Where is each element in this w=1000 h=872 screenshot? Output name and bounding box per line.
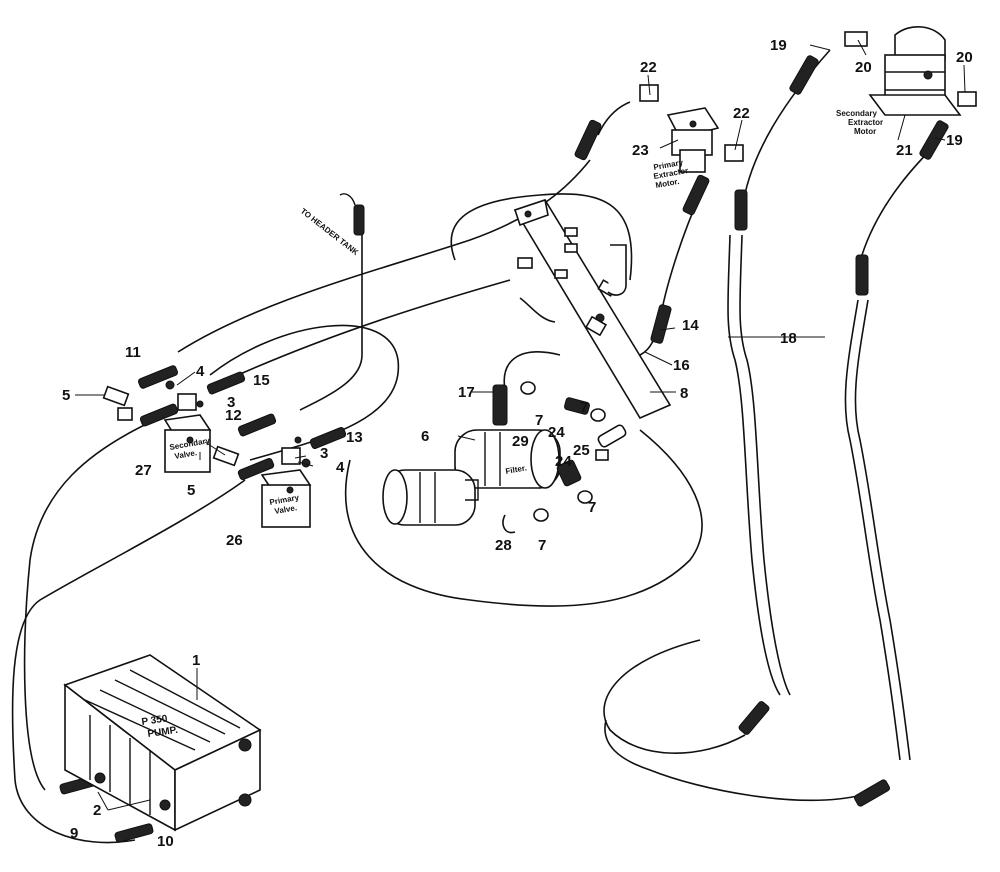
hose-primary-motor-up: [597, 101, 631, 136]
part-number-1: 1: [192, 652, 200, 669]
part-number-13: 13: [346, 429, 363, 446]
part-number-9: 9: [70, 825, 78, 842]
part-number-7b: 7: [580, 399, 588, 416]
hose-19-top: [741, 49, 831, 211]
part-number-19a: 19: [770, 37, 787, 54]
part-number-10: 10: [157, 833, 174, 850]
hose-18-left: [727, 234, 781, 696]
secondary-motor-label-2: Extractor: [848, 118, 883, 127]
p350-pump: [63, 654, 262, 832]
secondary-motor-label-3: Motor: [854, 127, 876, 136]
part-number-18: 18: [780, 330, 797, 347]
part-number-11: 11: [125, 344, 141, 361]
hose-end-fittings: [59, 31, 977, 843]
pump-label-2: PUMP.: [147, 725, 179, 740]
part-number-7c: 7: [588, 499, 596, 516]
part-number-3a: 3: [227, 394, 235, 411]
filter-assembly: [382, 429, 561, 534]
valve-fittings: [102, 380, 311, 468]
part-number-26: 26: [226, 532, 243, 549]
part-number-20a: 20: [855, 59, 872, 76]
primary-extractor-motor: [666, 107, 720, 173]
part-number-7d: 7: [538, 537, 546, 554]
part-number-8: 8: [680, 385, 688, 402]
part-number-2: 2: [93, 802, 101, 819]
manifold-block: [513, 198, 672, 420]
secondary-valve: [163, 414, 212, 473]
part-number-7a: 7: [535, 412, 543, 429]
secondary-valve-label-2: Valve.: [174, 448, 198, 461]
hose-lower-right-loop: [503, 351, 746, 754]
part-number-12: 12: [225, 407, 242, 424]
primary-motor-label-3: Motor.: [655, 177, 680, 190]
hose-bottom-long: [604, 719, 863, 801]
part-number-17: 17: [458, 384, 475, 401]
component-labels: TO HEADER TANK Primary Extractor Motor. …: [141, 109, 883, 740]
part-number-27: 27: [135, 462, 152, 479]
part-number-4a: 4: [196, 363, 205, 380]
hose-11-to-primary-motor: [177, 159, 591, 353]
part-number-4b: 4: [336, 459, 345, 476]
part-number-28: 28: [495, 537, 512, 554]
part-number-24a: 24: [548, 424, 565, 441]
hose-to-pump-9: [23, 419, 156, 791]
part-number-22b: 22: [733, 105, 750, 122]
part-number-29: 29: [512, 433, 529, 450]
header-tank-label: TO HEADER TANK: [299, 206, 361, 257]
part-number-19b: 19: [946, 132, 963, 149]
part-number-24b: 24: [555, 453, 572, 470]
part-number-21: 21: [896, 142, 913, 159]
hose-18-left-b: [739, 234, 791, 696]
part-number-6: 6: [421, 428, 429, 445]
hose-big-middle-loop: [344, 429, 703, 607]
hose-18-right: [844, 299, 901, 761]
part-number-callouts: 1 2 3 3 4 4 5 5 6 7 7 7 7 8 9 10 11 12 1…: [62, 37, 973, 850]
hose-15-to-manifold: [237, 279, 511, 376]
hose-to-pump-10: [11, 479, 246, 844]
filter-label: Filter.: [505, 463, 528, 476]
hose-loop-left: [209, 324, 400, 461]
hose-header-tank: [299, 235, 363, 411]
part-number-16: 16: [673, 357, 690, 374]
part-number-15: 15: [253, 372, 270, 389]
hose-manifold-loop: [450, 193, 633, 281]
secondary-extractor-motor: [868, 26, 962, 116]
part-number-3b: 3: [320, 445, 328, 462]
primary-valve-label-2: Valve.: [274, 503, 298, 516]
part-number-5b: 5: [187, 482, 195, 499]
part-number-23: 23: [632, 142, 649, 159]
hose-18-right-b: [854, 299, 911, 761]
primary-valve: [260, 469, 312, 528]
pump-label-1: P 350: [141, 713, 169, 728]
part-number-5a: 5: [62, 387, 70, 404]
part-number-20b: 20: [956, 49, 973, 66]
secondary-motor-label-1: Secondary: [836, 109, 877, 118]
part-number-22a: 22: [640, 59, 657, 76]
part-number-14: 14: [682, 317, 699, 334]
leader-lines: [75, 39, 966, 811]
part-number-25: 25: [573, 442, 590, 459]
